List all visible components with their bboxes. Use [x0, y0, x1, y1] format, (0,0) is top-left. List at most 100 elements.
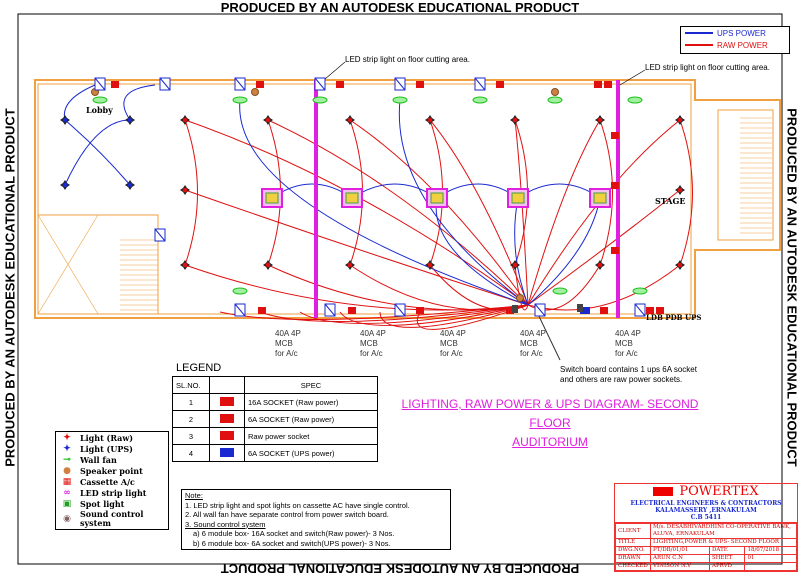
switch-note-2: and others are raw power sockets. — [560, 375, 683, 384]
cassette-ac-icon — [341, 188, 363, 208]
raw-power-wire — [267, 119, 529, 306]
mcb-label-line: 40A 4P — [275, 329, 301, 338]
wall-fan-icon: ⊸ — [63, 455, 71, 465]
switch-board-icon — [474, 77, 486, 91]
mcb-label-line: 40A 4P — [615, 329, 641, 338]
switch-board-icon — [314, 77, 326, 91]
lobby-label: Lobby — [86, 105, 113, 115]
legend-item-led-strip: ∞LED strip light — [56, 488, 168, 499]
raw-power-socket-icon — [611, 247, 619, 254]
mcb-label-line: for A/c — [275, 349, 298, 358]
light-ups-icon — [60, 180, 70, 190]
drawing-title-line2: AUDITORIUM — [512, 435, 588, 449]
drawing-title: LIGHTING, RAW POWER & UPS DIAGRAM- SECON… — [385, 395, 715, 452]
socket-icon — [220, 413, 234, 423]
raw-power-socket-icon — [111, 81, 119, 88]
speaker-point-icon — [251, 88, 259, 96]
note-item: a) 6 module box- 16A socket and switch(R… — [193, 529, 395, 538]
light-ups-icon — [60, 115, 70, 125]
symbol-legend: ✦Light (Raw)✦Light (UPS)⊸Wall fan●Speake… — [55, 431, 169, 530]
dwg-label: DWG.NO. — [615, 546, 651, 555]
legend-slno: 4 — [172, 444, 210, 462]
mcb-label-line: MCB — [440, 339, 458, 348]
led-strip-light — [314, 80, 318, 318]
light-raw-icon — [425, 260, 435, 270]
legend-spec: 6A SOCKET (UPS power) — [244, 444, 378, 462]
raw-power-wire — [379, 304, 529, 328]
light-raw-icon — [263, 260, 273, 270]
checked-value: VINISON N.V — [650, 562, 710, 571]
title-label: TITLE — [615, 538, 651, 547]
legend-item-light-raw: ✦ Light (Raw) — [56, 433, 168, 444]
wall-fan-icon — [547, 96, 563, 104]
light-raw-icon — [675, 115, 685, 125]
sound-control-icon: ◉ — [63, 513, 71, 524]
raw-power-wire — [299, 304, 529, 324]
legend-slno: 2 — [172, 410, 210, 428]
raw-power-socket-icon — [594, 81, 602, 88]
stage-label: STAGE — [655, 196, 686, 206]
legend-item-speaker-point: ●Speaker point — [56, 466, 168, 477]
mcb-icon — [512, 305, 518, 313]
wall-fan-icon — [392, 96, 408, 104]
raw-power-socket-icon — [646, 307, 654, 314]
client-value: M/s. DESABHIVARDHINI CO-OPERATIVE BANK, … — [650, 523, 797, 539]
company-name: POWERTEX — [679, 484, 759, 499]
raw-power-socket-icon — [656, 307, 664, 314]
raw-power-socket-icon — [611, 132, 619, 139]
wall-fan-icon — [552, 287, 568, 295]
header-symbol — [209, 376, 245, 394]
socket-icon — [220, 396, 234, 406]
switch-board-icon — [534, 303, 546, 317]
mcb-icon — [577, 304, 583, 312]
powertex-logo-icon — [653, 487, 674, 496]
light-raw-icon — [675, 260, 685, 270]
raw-line-swatch — [685, 44, 713, 46]
legend-slno: 1 — [172, 393, 210, 411]
note-item: 1. LED strip light and spot lights on ca… — [185, 500, 410, 510]
light-ups-icon — [125, 115, 135, 125]
drawing-frame — [17, 13, 783, 565]
raw-power-wire — [429, 119, 529, 306]
cassette-ac-icon — [589, 188, 611, 208]
speaker-point-icon: ● — [63, 466, 71, 476]
staircase — [120, 117, 772, 311]
raw-power-wire — [184, 264, 529, 311]
note-item: 2. All wall fan have separate control fr… — [185, 510, 389, 519]
date-label: DATE — [708, 546, 746, 555]
cassette-ac-icon — [507, 188, 529, 208]
raw-power-socket-icon — [336, 81, 344, 88]
sheet-label: SHEET — [708, 554, 746, 563]
legend-item-wall-fan: ⊸Wall fan — [56, 455, 168, 466]
mcb-label-line: for A/c — [615, 349, 638, 358]
light-raw-icon: ✦ — [63, 433, 71, 443]
wall-fan-icon — [92, 96, 108, 104]
ups-power-wire — [527, 197, 601, 306]
wall-fan-icon — [232, 287, 248, 295]
light-raw-icon — [180, 185, 190, 195]
switch-board-icon — [154, 228, 166, 242]
led-strip-icon: ∞ — [63, 488, 71, 498]
light-raw-icon — [180, 115, 190, 125]
ups-power-wire — [435, 197, 529, 306]
raw-power-label: RAW POWER — [717, 40, 768, 50]
wiring — [63, 84, 693, 361]
apvd-value — [744, 562, 797, 571]
raw-power-wire — [416, 304, 529, 330]
speaker-point-icon — [516, 294, 524, 302]
socket-icon — [220, 447, 234, 457]
raw-power-wire — [184, 119, 529, 306]
legend-item-label: Light (Raw) — [80, 433, 134, 443]
ups-power-wire — [63, 84, 156, 186]
light-ups-icon: ✦ — [63, 444, 71, 454]
building-outline — [34, 79, 781, 319]
light-raw-icon — [510, 115, 520, 125]
switch-board-icon — [94, 77, 106, 91]
